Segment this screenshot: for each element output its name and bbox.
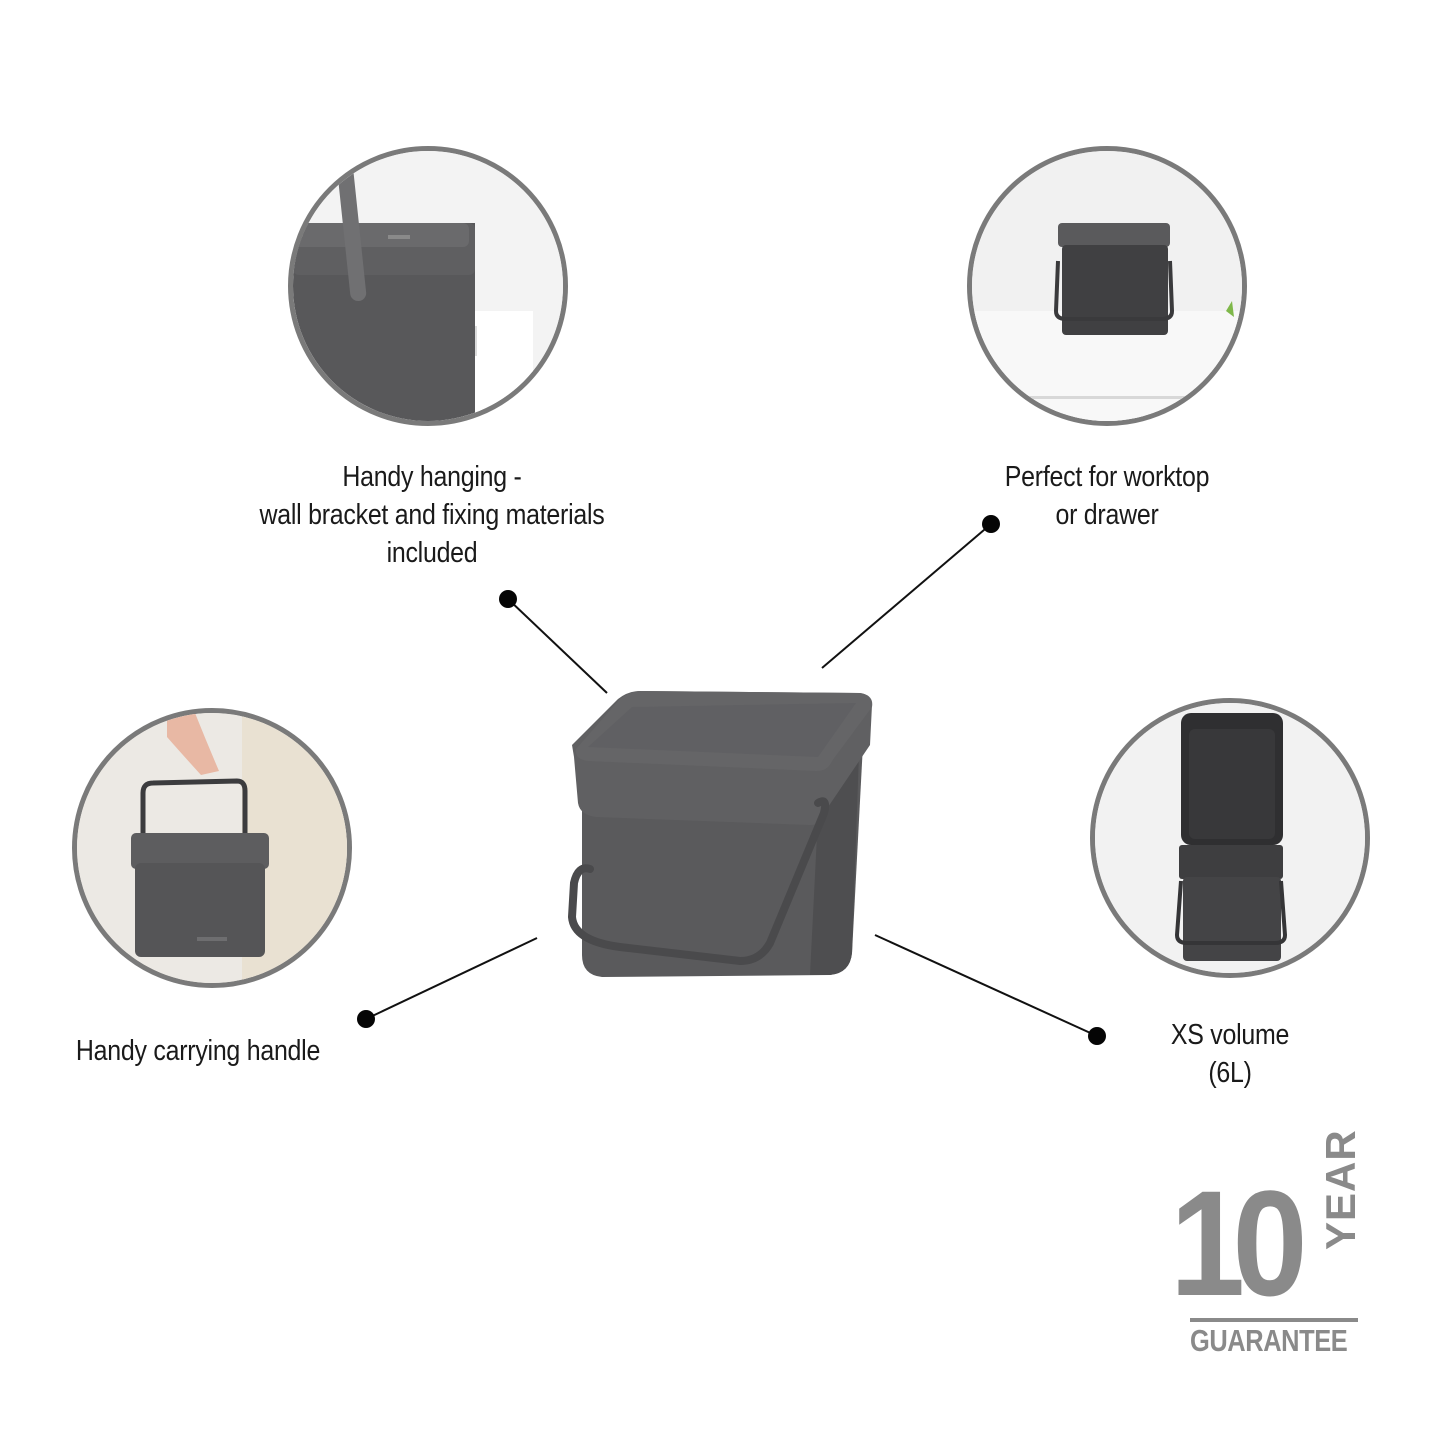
dot-volume <box>1088 1027 1106 1045</box>
guarantee-number: 10 <box>1170 1159 1308 1327</box>
feature-label-worktop: Perfect for worktop or drawer <box>1004 461 1210 531</box>
guarantee-divider <box>1190 1318 1358 1322</box>
feature-image-handle <box>72 708 352 988</box>
feature-image-volume <box>1090 698 1370 978</box>
leader-line-hanging <box>507 598 608 694</box>
leader-line-volume <box>874 934 1098 1037</box>
dot-worktop <box>982 515 1000 533</box>
product-image <box>567 691 873 977</box>
feature-label-volume: XS volume (6L) <box>1170 1019 1290 1089</box>
leader-line-handle <box>365 937 538 1020</box>
bin-handle <box>567 797 830 966</box>
leader-line-worktop <box>821 523 992 669</box>
guarantee-label: GUARANTEE <box>1190 1323 1348 1358</box>
guarantee-unit: YEAR <box>1317 1129 1364 1250</box>
dot-handle <box>357 1010 375 1028</box>
feature-image-hanging <box>288 146 568 426</box>
feature-image-worktop <box>967 146 1247 426</box>
feature-label-handle: Handy carrying handle <box>75 1035 321 1067</box>
feature-label-hanging: Handy hanging - wall bracket and fixing … <box>259 461 605 569</box>
guarantee-badge: 10 YEAR GUARANTEE <box>1170 1129 1364 1362</box>
dot-hanging <box>499 590 517 608</box>
